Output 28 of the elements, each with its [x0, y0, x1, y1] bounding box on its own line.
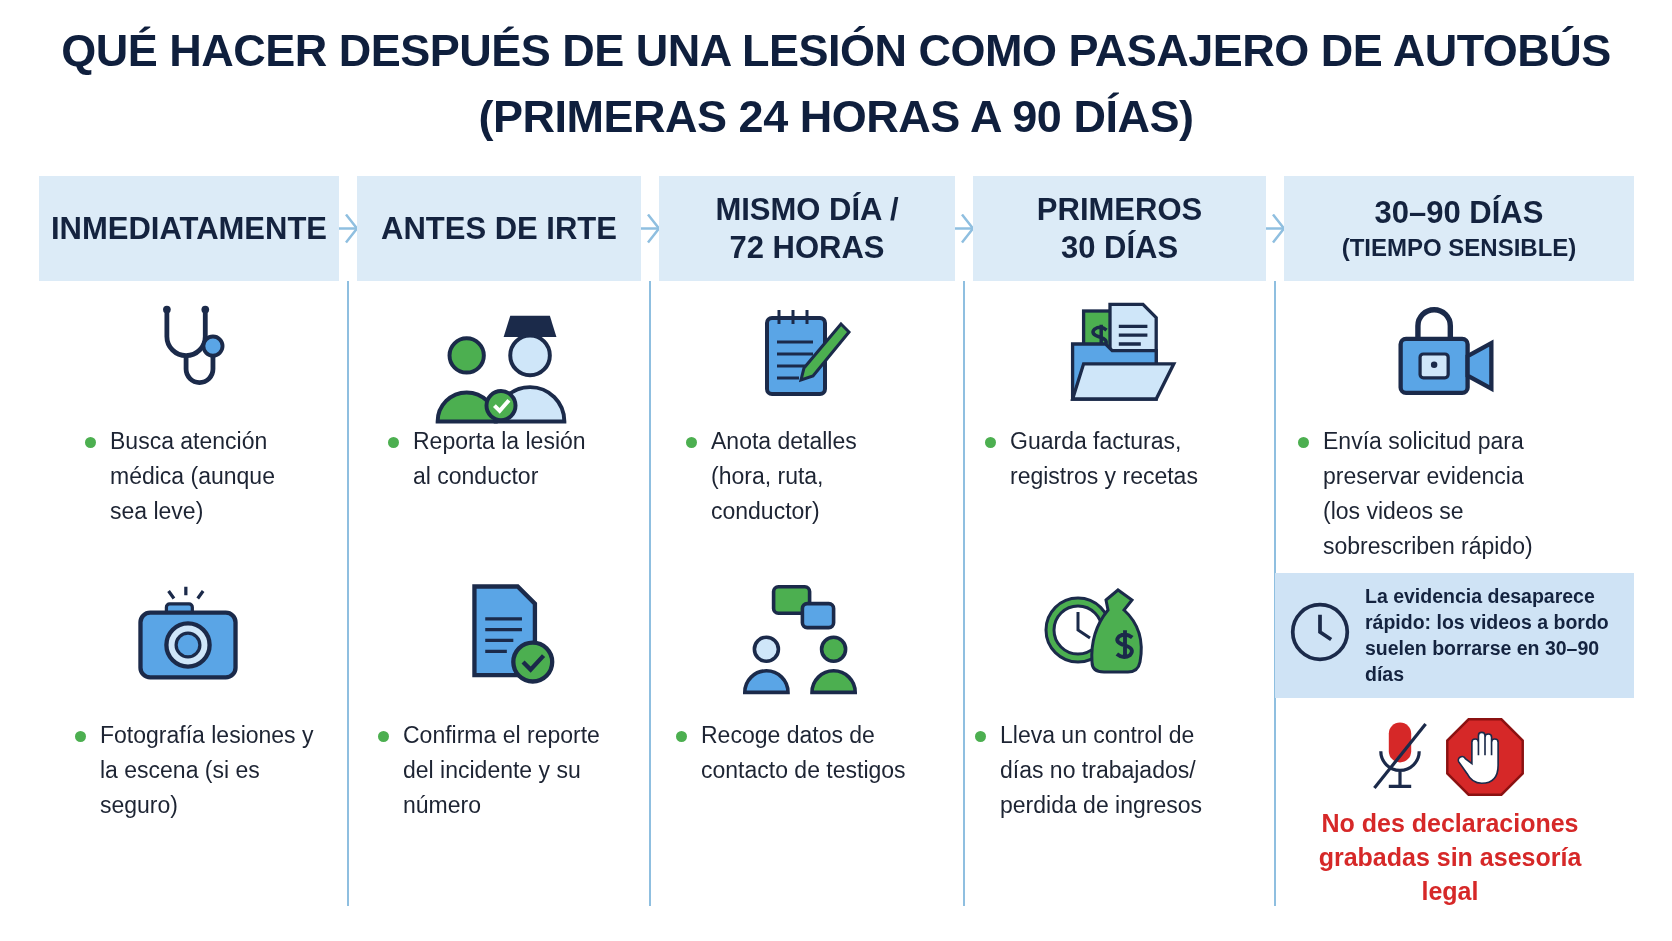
title: QUÉ HACER DESPUÉS DE UNA LESIÓN COMO PASAJERO DE AUTOBÚS (PRIMERAS 24 HORAS A 90 DÍAS)	[60, 24, 1612, 144]
chevron-arrow	[955, 213, 975, 244]
chevron-arrow	[1266, 213, 1286, 244]
header-subtitle: (TIEMPO SENSIBLE)	[1341, 232, 1577, 263]
column-header	[659, 176, 955, 281]
column-header	[39, 176, 339, 281]
header-title: MISMO DÍA / 72 HORAS	[714, 190, 900, 267]
header-title: ANTES DE IRTE	[381, 209, 617, 248]
warning-panel	[1275, 573, 1634, 698]
bullet-text: Busca atención médica (aunque sea leve)	[110, 427, 276, 526]
bullet-text: Reporta la lesión al conductor	[413, 427, 587, 491]
bullet-text: Anota detalles (hora, ruta, conductor)	[711, 427, 858, 526]
warning-text: No des declaraciones grabadas sin asesoría legal	[1317, 808, 1583, 907]
bullet-text: Guarda facturas, registros y recetas	[1010, 427, 1199, 491]
bullet-text: Lleva un control de días no trabajados/ perdida de ingresos	[1000, 721, 1204, 820]
warning-text: La evidencia desaparece rápido: los videos a bordo suelen borrarse en 30–90 días	[1365, 584, 1610, 687]
column-header	[357, 176, 641, 281]
column-header	[1284, 176, 1634, 281]
bullet-text: Confirma el reporte del incidente y su número	[403, 721, 601, 820]
chevron-arrow	[339, 213, 359, 244]
chevron-arrow	[641, 213, 661, 244]
header-title: 30–90 DÍAS	[1374, 193, 1544, 232]
bullet-text: Envía solicitud para preservar evidencia (los videos se sobrescriben rápido)	[1323, 427, 1534, 561]
column-header	[973, 176, 1266, 281]
bullet-text: Fotografía lesiones y la escena (si es seguro)	[100, 721, 315, 820]
header-title: PRIMEROS 30 DÍAS	[1035, 190, 1204, 267]
bullet-text: Recoge datos de contacto de testigos	[701, 721, 907, 785]
header-title: INMEDIATAMENTE	[50, 209, 328, 248]
